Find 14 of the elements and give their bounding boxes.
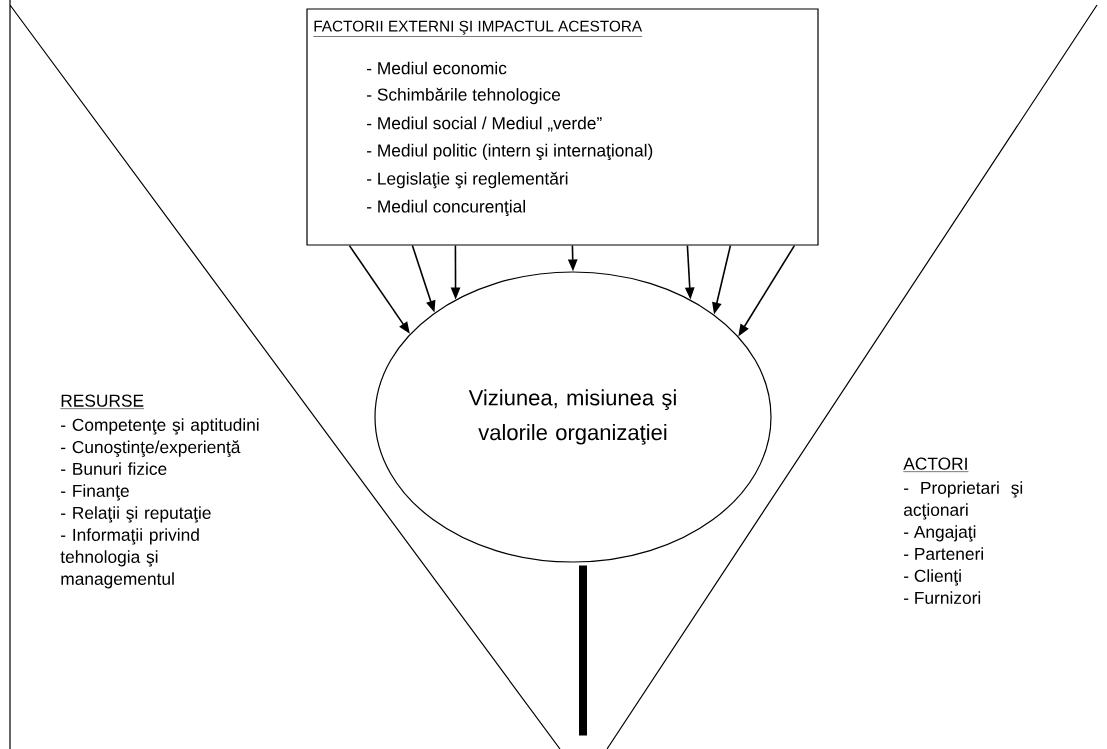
list-item: - Proprietari şi acţionari: [904, 481, 1023, 520]
list-item: - Relaţii şi reputaţie: [61, 506, 211, 523]
list-item: - Clienţi: [904, 569, 961, 586]
list-item: - Informaţii privind tehnologia şi managementul: [60, 528, 199, 589]
list-item: - Angajaţi: [904, 525, 976, 542]
list-item: - Cunoştinţe/experienţă: [61, 440, 241, 457]
section-heading: ACTORI: [903, 457, 969, 472]
list-item: - Bunuri fizice: [61, 462, 167, 475]
list-item: - Finanţe: [61, 484, 129, 501]
list-item: - Parteneri: [904, 547, 983, 560]
list-item: - Competenţe şi aptitudini: [61, 418, 259, 435]
list-item: - Furnizori: [904, 591, 981, 604]
factors-box: FACTORII EXTERNI ŞI IMPACTUL ACESTORA - Mediul economic - Schimbările tehnologice - Mediul social / Mediul „verde” - Mediul politic (intern şi internaţional) - Legislaţie şi reglementări - Mediul concurenţial: [306, 8, 819, 246]
section-heading: RESURSE: [60, 394, 145, 409]
